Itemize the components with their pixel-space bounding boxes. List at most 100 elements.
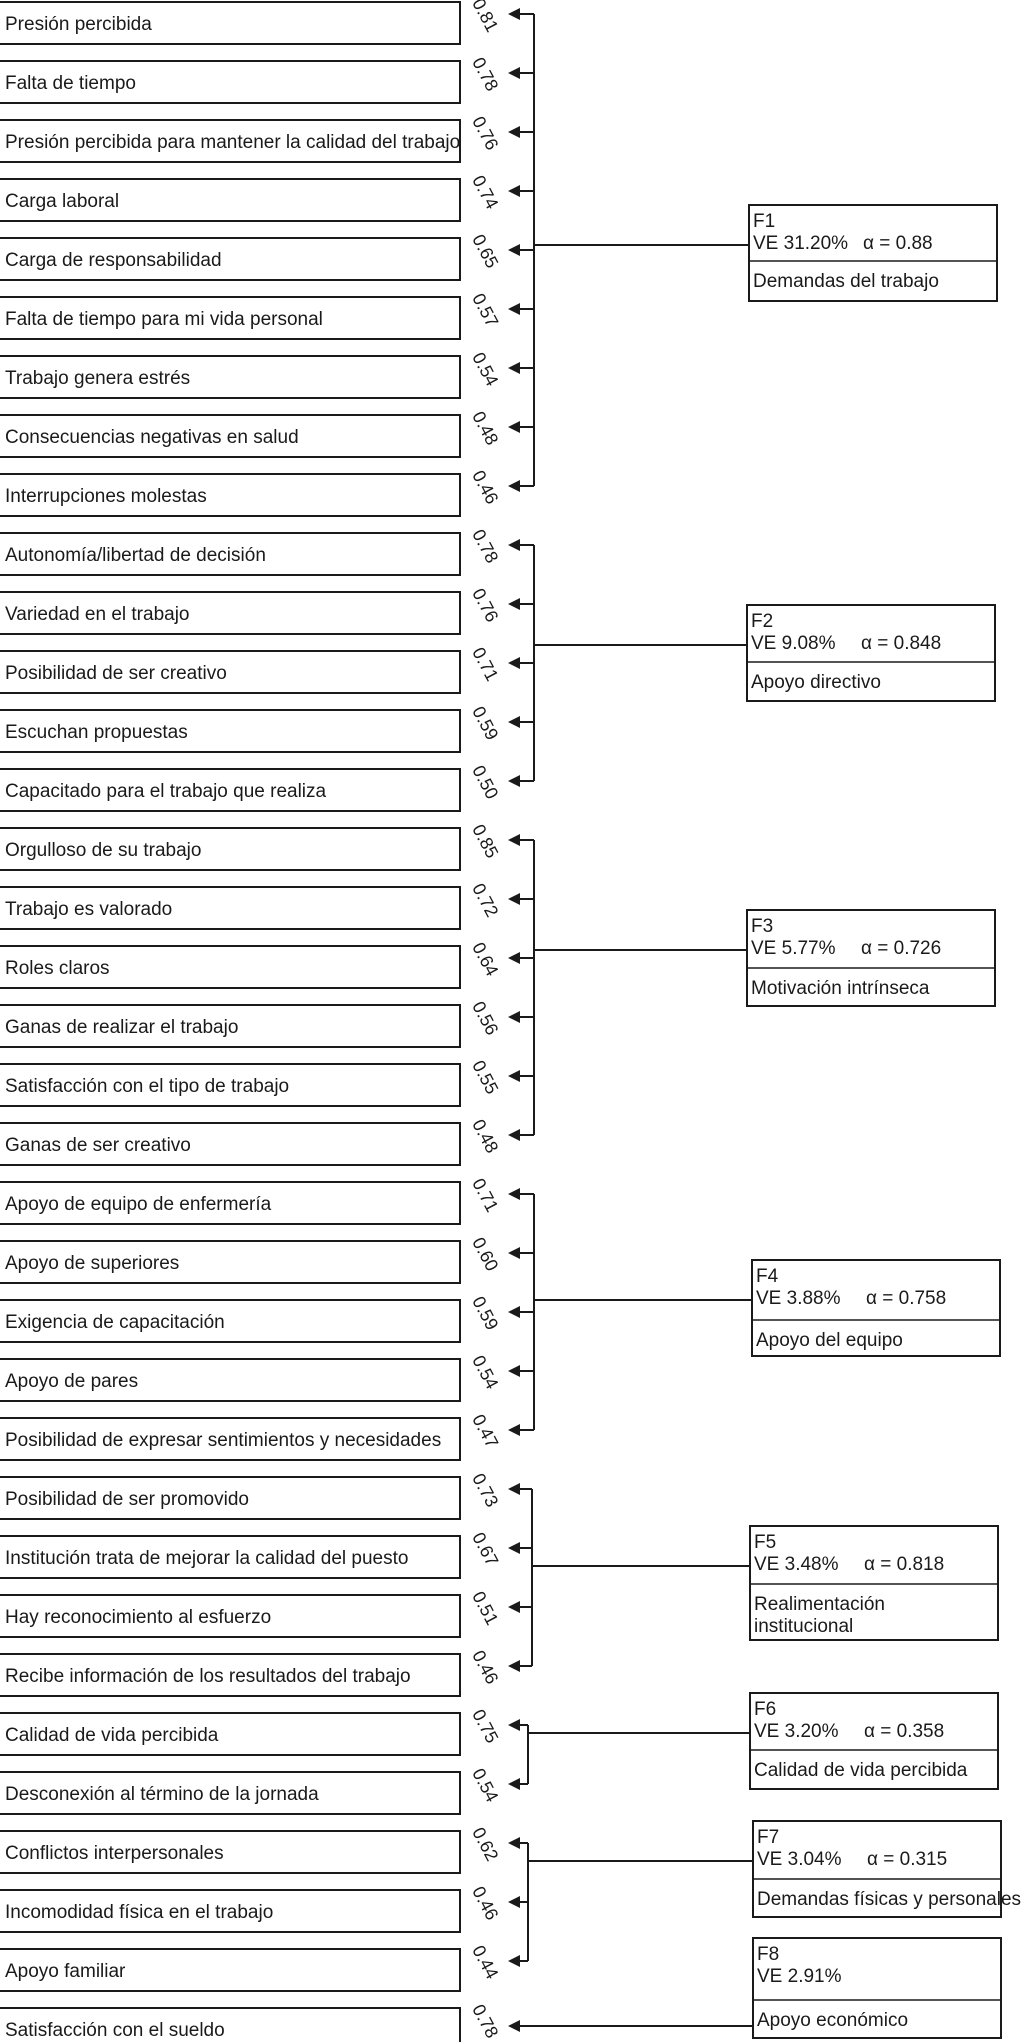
item-label: Roles claros <box>5 958 110 979</box>
loading-label: 0.73 <box>468 1470 502 1510</box>
factor-id: F8 <box>757 1944 779 1965</box>
factor-name: institucional <box>754 1616 853 1637</box>
loading-label: 0.47 <box>468 1411 502 1451</box>
factor-variance: VE 2.91% <box>757 1966 842 1987</box>
arrowhead-icon <box>508 1129 520 1141</box>
item-frame <box>0 1417 461 1461</box>
item-frame <box>0 1004 461 1048</box>
loading-label: 0.85 <box>468 821 502 861</box>
loading-label: 0.46 <box>468 467 502 507</box>
loading-label: 0.51 <box>468 1588 502 1628</box>
item-row: Trabajo es valorado 0.72 <box>0 880 502 930</box>
arrowhead-icon <box>508 1660 520 1672</box>
arrowhead-icon <box>508 1542 520 1554</box>
loading-label: 0.56 <box>468 998 502 1038</box>
item-frame <box>0 768 461 812</box>
loading-label: 0.54 <box>468 1352 502 1392</box>
loading-label: 0.44 <box>468 1942 502 1982</box>
arrowhead-icon <box>508 952 520 964</box>
loading-label: 0.59 <box>468 703 502 743</box>
item-label: Calidad de vida percibida <box>5 1725 219 1746</box>
factor-alpha: α = 0.848 <box>861 633 941 654</box>
factor-variance: VE 3.88% <box>756 1288 841 1309</box>
item-label: Apoyo de equipo de enfermería <box>5 1194 272 1215</box>
item-frame <box>0 591 461 635</box>
factor-alpha: α = 0.358 <box>864 1721 944 1742</box>
factor-name: Realimentación <box>754 1594 885 1615</box>
factor-id: F1 <box>753 211 775 232</box>
loading-label: 0.59 <box>468 1293 502 1333</box>
item-label: Orgulloso de su trabajo <box>5 840 201 861</box>
arrowhead-icon <box>508 657 520 669</box>
factor-box-frame <box>746 909 996 1007</box>
item-label: Posibilidad de ser creativo <box>5 663 227 684</box>
loading-label: 0.72 <box>468 880 502 920</box>
arrowhead-icon <box>508 303 520 315</box>
loading-label: 0.74 <box>468 172 502 212</box>
item-label: Autonomía/libertad de decisión <box>5 545 266 566</box>
item-frame <box>0 237 461 281</box>
arrowhead-icon <box>508 1188 520 1200</box>
item-frame <box>0 1122 461 1166</box>
factor-box-frame <box>749 1525 999 1641</box>
factor-variance: VE 31.20% <box>753 233 848 254</box>
arrowhead-icon <box>508 1247 520 1259</box>
loading-label: 0.46 <box>468 1883 502 1923</box>
arrowhead-icon <box>508 716 520 728</box>
item-label: Carga de responsabilidad <box>5 250 222 271</box>
factor-variance: VE 5.77% <box>751 938 836 959</box>
item-row: Presión percibida para mantener la calid… <box>0 113 502 163</box>
item-label: Trabajo es valorado <box>5 899 172 920</box>
arrowhead-icon <box>508 1070 520 1082</box>
factor-variance: VE 9.08% <box>751 633 836 654</box>
item-label: Desconexión al término de la jornada <box>5 1784 319 1805</box>
item-frame <box>0 2007 461 2042</box>
item-label: Ganas de ser creativo <box>5 1135 191 1156</box>
item-row: Posibilidad de expresar sentimientos y n… <box>0 1411 502 1461</box>
arrowhead-icon <box>508 1483 520 1495</box>
item-row: Institución trata de mejorar la calidad … <box>0 1529 502 1579</box>
item-frame <box>0 650 461 694</box>
item-frame <box>0 1240 461 1284</box>
item-label: Falta de tiempo <box>5 73 136 94</box>
factor-name: Demandas del trabajo <box>753 271 939 292</box>
loading-label: 0.78 <box>468 54 502 94</box>
item-label: Apoyo familiar <box>5 1961 126 1982</box>
item-label: Falta de tiempo para mi vida personal <box>5 309 323 330</box>
factor-name: Apoyo directivo <box>751 672 881 693</box>
item-label: Institución trata de mejorar la calidad … <box>5 1548 408 1569</box>
loading-label: 0.65 <box>468 231 502 271</box>
item-frame <box>0 60 461 104</box>
item-row: Recibe información de los resultados del… <box>0 1647 502 1697</box>
item-label: Conflictos interpersonales <box>5 1843 224 1864</box>
loading-label: 0.62 <box>468 1824 502 1864</box>
item-frame <box>0 178 461 222</box>
arrowhead-icon <box>508 244 520 256</box>
item-frame <box>0 414 461 458</box>
item-label: Exigencia de capacitación <box>5 1312 225 1333</box>
loading-label: 0.78 <box>468 526 502 566</box>
loading-label: 0.75 <box>468 1706 502 1746</box>
item-frame <box>0 1 461 45</box>
item-frame <box>0 709 461 753</box>
arrowhead-icon <box>508 893 520 905</box>
loading-label: 0.81 <box>468 0 502 35</box>
item-row: Autonomía/libertad de decisión 0.78 <box>0 526 502 576</box>
